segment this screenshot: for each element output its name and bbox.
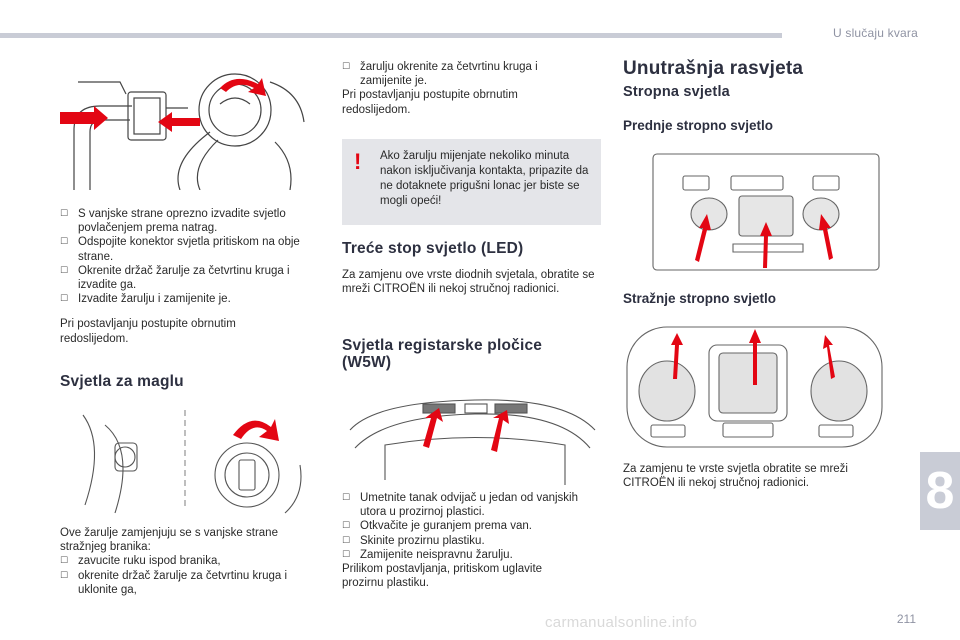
- plate-light-illustration: [345, 390, 603, 490]
- list-item: zavucite ruku ispod branika,: [60, 554, 320, 568]
- chapter-title: U slučaju kvara: [832, 26, 918, 40]
- col2-top-text: žarulju okrenite za četvrtinu kruga i za…: [342, 60, 602, 117]
- rear-ceiling-light-text: Za zamjenu te vrste svjetla obratite se …: [623, 462, 878, 490]
- ceiling-lights-heading: Stropna svjetla: [623, 84, 730, 100]
- front-ceiling-light-illustration: [643, 148, 886, 276]
- rear-ceiling-light-paragraph: Za zamjenu te vrste svjetla obratite se …: [623, 463, 848, 490]
- plate-steps: Umetnite tanak odvijač u jedan od vanjsk…: [342, 491, 604, 562]
- list-item: Okrenite držač žarulje za četvrtinu krug…: [60, 264, 320, 292]
- fog-lamp-illustration: [75, 405, 310, 515]
- fog-lamps-heading: Svjetla za maglu: [60, 373, 184, 390]
- fog-steps: zavucite ruku ispod branika, okrenite dr…: [60, 554, 320, 597]
- reverse-order-note: Pri postavljanju postupite obrnutim redo…: [342, 89, 518, 116]
- third-stop-light-text: Za zamjenu ove vrste diodnih svjetala, o…: [342, 268, 604, 296]
- col1-instructions: S vanjske strane oprezno izvadite svjetl…: [60, 207, 320, 346]
- list-item: Izvadite žarulju i zamijenite je.: [60, 292, 320, 306]
- fog-intro: Ove žarulje zamjenjuju se s vanjske stra…: [60, 527, 278, 554]
- third-stop-light-heading: Treće stop svjetlo (LED): [342, 240, 524, 257]
- rear-ceiling-light-heading: Stražnje stropno svjetlo: [623, 291, 777, 306]
- list-item: Odspojite konektor svjetla pritiskom na …: [60, 235, 320, 263]
- list-item: okrenite držač žarulje za četvrtinu krug…: [60, 569, 320, 597]
- header-band: [0, 33, 782, 38]
- plate-lights-heading: Svjetla registarske pločice (W5W): [342, 337, 543, 371]
- list-item: S vanjske strane oprezno izvadite svjetl…: [60, 207, 320, 235]
- warning-icon: !: [354, 149, 362, 174]
- col1-fog-text: Ove žarulje zamjenjuju se s vanjske stra…: [60, 526, 320, 597]
- plate-outro: Prilikom postavljanja, pritiskom uglavit…: [342, 563, 543, 590]
- rear-lamp-connector-illustration: [60, 62, 310, 190]
- chapter-tab: 8: [920, 452, 960, 530]
- list-item: Skinite prozirnu plastiku.: [342, 534, 604, 548]
- col2-plate-text: Umetnite tanak odvijač u jedan od vanjsk…: [342, 491, 604, 590]
- lamp-removal-steps: S vanjske strane oprezno izvadite svjetl…: [60, 207, 320, 307]
- watermark: carmanualsonline.info: [545, 614, 698, 631]
- third-stop-light-paragraph: Za zamjenu ove vrste diodnih svjetala, o…: [342, 269, 595, 296]
- page-number: 211: [896, 612, 916, 626]
- list-item: žarulju okrenite za četvrtinu kruga i za…: [342, 60, 562, 88]
- bulb-steps: žarulju okrenite za četvrtinu kruga i za…: [342, 60, 602, 88]
- front-ceiling-light-heading: Prednje stropno svjetlo: [623, 118, 774, 133]
- reverse-order-note: Pri postavljanju postupite obrnutim redo…: [60, 318, 236, 345]
- interior-lighting-heading: Unutrašnja rasvjeta: [623, 58, 804, 79]
- warning-text: Ako žarulju mijenjate nekoliko minuta na…: [380, 150, 589, 207]
- rear-ceiling-light-illustration: [623, 323, 886, 451]
- warning-box: ! Ako žarulju mijenjate nekoliko minuta …: [342, 139, 601, 225]
- list-item: Umetnite tanak odvijač u jedan od vanjsk…: [342, 491, 604, 519]
- list-item: Otkvačite je guranjem prema van.: [342, 519, 604, 533]
- list-item: Zamijenite neispravnu žarulju.: [342, 548, 604, 562]
